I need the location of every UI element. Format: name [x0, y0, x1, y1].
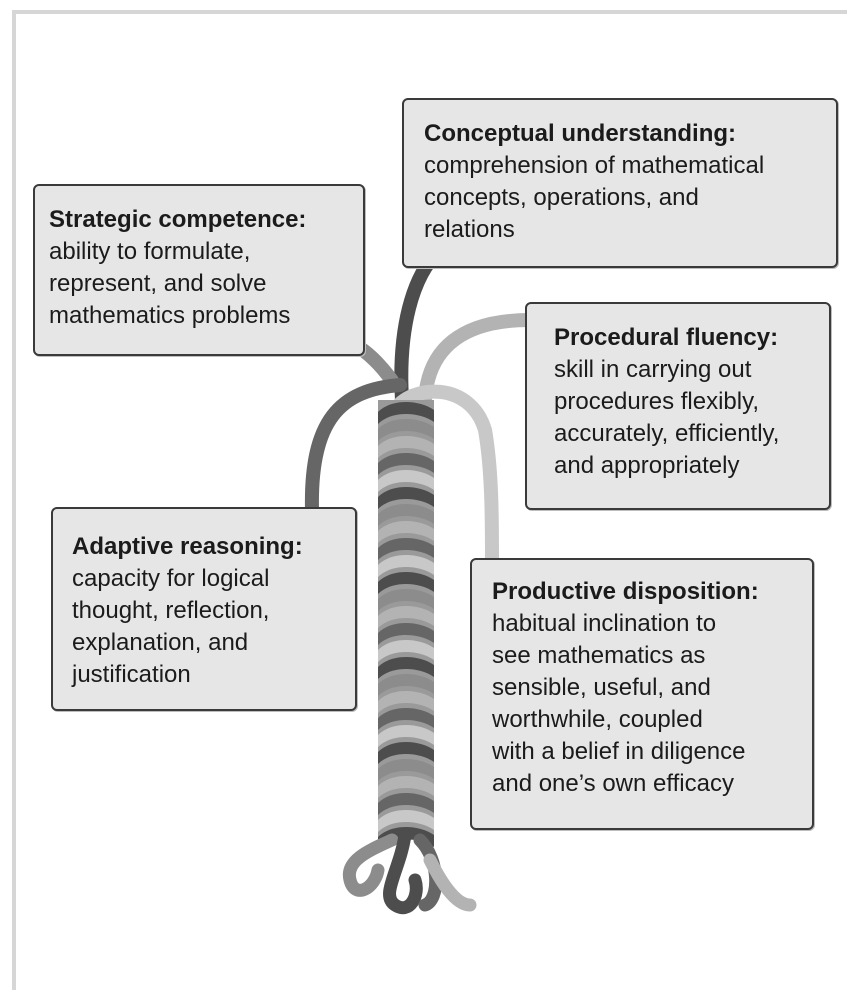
rope-wrap-segment	[378, 521, 434, 543]
rope-wrap-segment	[378, 759, 434, 781]
rope-wraps	[378, 402, 434, 849]
strand-procedural	[418, 313, 537, 407]
rope-wrap-segment	[378, 453, 434, 475]
rope-wrap-segment	[378, 419, 434, 441]
rope-wrap-segment	[378, 606, 434, 628]
figure-frame	[12, 10, 847, 990]
rope-wrap-segment	[378, 487, 434, 509]
productive-disposition-box: Productive disposition: habitual inclina…	[470, 558, 814, 830]
rope-end-left	[342, 833, 399, 897]
rope-wrap-segment	[378, 793, 434, 815]
strategic-competence-title: Strategic competence:	[49, 206, 307, 233]
rope-wrap-segment	[378, 402, 434, 424]
rope-wrap-segment	[378, 470, 434, 492]
rope-wrap-segment	[378, 572, 434, 594]
rope-wrap-segment	[378, 436, 434, 458]
rope-wrap-segment	[378, 725, 434, 747]
adaptive-reasoning-box: Adaptive reasoning: capacity for logical…	[51, 507, 357, 711]
adaptive-reasoning-description: capacity for logical thought, reflection…	[72, 565, 270, 688]
strand-productive	[388, 384, 499, 567]
productive-disposition-title: Productive disposition:	[492, 578, 759, 605]
rope-wrap-segment	[378, 708, 434, 730]
strategic-competence-description: ability to formulate, represent, and sol…	[49, 238, 291, 329]
procedural-fluency-description: skill in carrying out procedures flexibl…	[554, 356, 780, 479]
procedural-fluency-title: Procedural fluency:	[554, 324, 779, 351]
strategic-competence-box: Strategic competence: ability to formula…	[33, 184, 365, 356]
rope-wrap-segment	[378, 657, 434, 679]
rope-wrap-segment	[378, 674, 434, 696]
conceptual-understanding-title: Conceptual understanding:	[424, 120, 736, 147]
rope-end-tail	[423, 853, 477, 912]
adaptive-reasoning-title: Adaptive reasoning:	[72, 533, 303, 560]
rope-wrap-segment	[378, 504, 434, 526]
productive-disposition-description: habitual inclination to see mathematics …	[492, 610, 746, 797]
rope-wrap-segment	[378, 538, 434, 560]
rope-wrap-segment	[378, 589, 434, 611]
conceptual-understanding-box: Conceptual understanding: comprehension …	[402, 98, 838, 268]
rope-wrap-segment	[378, 623, 434, 645]
procedural-fluency-box: Procedural fluency: skill in carrying ou…	[525, 302, 831, 510]
rope-wrap-segment	[378, 691, 434, 713]
rope-wrap-segment	[378, 555, 434, 577]
rope-end-center	[383, 828, 423, 914]
rope-wrap-segment	[378, 640, 434, 662]
rope-wrap-segment	[378, 742, 434, 764]
rope-wrap-segment	[378, 810, 434, 832]
strand-adaptive	[304, 378, 407, 517]
rope-wrap-segment	[378, 776, 434, 798]
conceptual-understanding-description: comprehension of mathematical concepts, …	[424, 152, 765, 243]
